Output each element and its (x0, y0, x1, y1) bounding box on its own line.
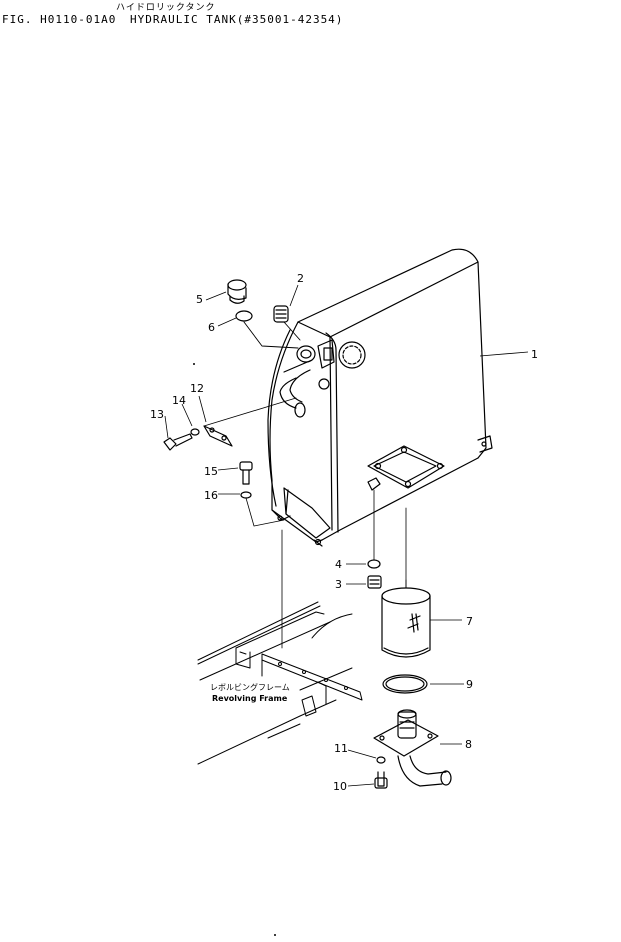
part-16-washer (240, 491, 252, 499)
callout-15: 15 (204, 465, 218, 478)
callout-8: 8 (465, 738, 472, 751)
part-9-gasket (382, 674, 428, 694)
part-7-filter (381, 579, 431, 658)
hydraulic-tank (267, 248, 493, 547)
part-2-breather (273, 305, 289, 323)
frame-label-english: Revolving Frame (212, 694, 288, 703)
drawing-title: HYDRAULIC TANK(#35001-42354) (130, 13, 344, 26)
part-4-o-ring (367, 559, 381, 569)
revolving-frame (197, 601, 363, 765)
part-12-plate (203, 425, 233, 447)
part-6-o-ring (235, 310, 253, 322)
callout-13: 13 (150, 408, 164, 421)
part-10-bolt (374, 771, 388, 789)
callout-16: 16 (204, 489, 218, 502)
callout-10: 10 (333, 780, 347, 793)
part-13-bolt (163, 433, 193, 451)
callout-3: 3 (335, 578, 342, 591)
callout-11: 11 (334, 742, 348, 755)
part-3-plug (367, 575, 382, 589)
frame-label-japanese: レボルビングフレーム (210, 682, 290, 692)
title-japanese: ハイドロリックタンク (116, 3, 216, 13)
callout-6: 6 (208, 321, 215, 334)
callout-12: 12 (190, 382, 204, 395)
part-5-cap (227, 279, 247, 304)
callout-1: 1 (531, 348, 538, 361)
callout-2: 2 (297, 272, 304, 285)
callout-9: 9 (466, 678, 473, 691)
part-8-flange-hose (373, 709, 452, 787)
part-14-washer (190, 428, 200, 436)
callout-14: 14 (172, 394, 186, 407)
figure-number: FIG. H0110-01A0 (2, 13, 117, 26)
callout-5: 5 (196, 293, 203, 306)
callout-7: 7 (466, 615, 473, 628)
callout-4: 4 (335, 558, 342, 571)
part-15-bolt (239, 461, 253, 485)
part-11-washer (376, 756, 386, 764)
